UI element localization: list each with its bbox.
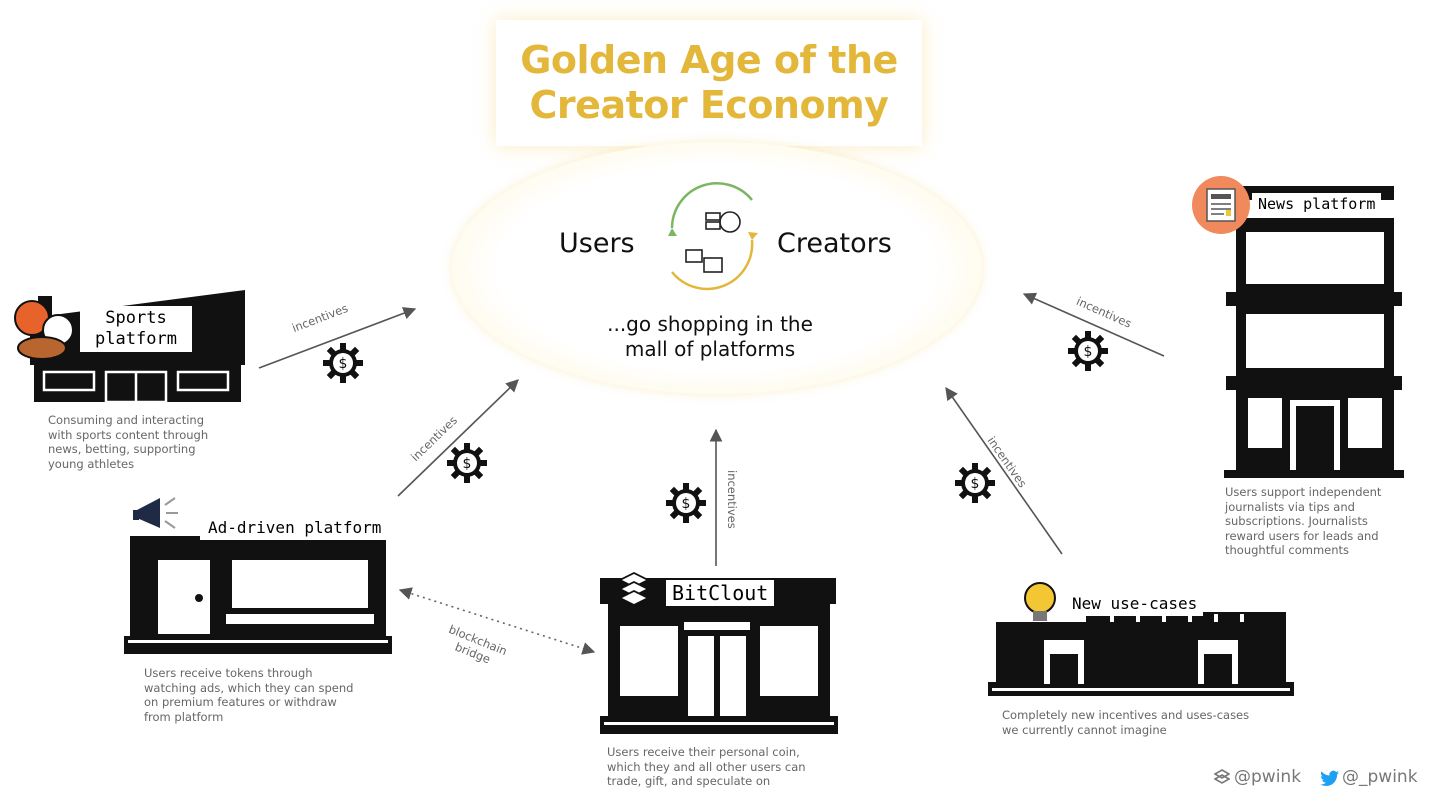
title-line-2: Creator Economy xyxy=(529,83,889,127)
ad-description: Users receive tokens through watching ad… xyxy=(144,666,353,724)
news-building xyxy=(1192,176,1404,478)
bitclout-desc-line: trade, gift, and speculate on xyxy=(607,774,771,788)
ad-desc-line: from platform xyxy=(144,709,224,724)
coin-icon-sports xyxy=(323,343,363,383)
bitclout-description: Users receive their personal coin, which… xyxy=(607,745,806,789)
bitclout-desc-line: Users receive their personal coin, xyxy=(607,745,800,759)
ad-desc-line: Users receive tokens through xyxy=(144,666,313,680)
megaphone-icon xyxy=(133,497,178,529)
coin-icon-bitclout xyxy=(666,483,706,523)
title-line-1: Golden Age of the xyxy=(520,38,898,82)
bitclout-building xyxy=(600,571,838,734)
ad-desc-line: watching ads, which they can spend xyxy=(144,680,354,695)
coin-icon-news xyxy=(1068,331,1108,371)
new-usecases-label: New use-cases xyxy=(1066,592,1204,616)
new-desc-line: Completely new incentives and uses-cases xyxy=(1002,708,1250,722)
sports-platform-label-line-2: platform xyxy=(95,329,177,349)
sports-desc-line: with sports content through xyxy=(48,427,209,442)
news-description: Users support independent journalists vi… xyxy=(1225,485,1381,558)
new-usecases-building xyxy=(988,582,1294,696)
news-desc-line: reward users for leads and xyxy=(1225,528,1379,543)
bitclout-desc-line: which they and all other users can xyxy=(607,759,806,774)
news-desc-line: journalists via tips and xyxy=(1225,499,1355,514)
news-platform-label: News platform xyxy=(1252,193,1382,215)
sports-platform-label-line-1: Sports xyxy=(105,308,167,328)
center-subtitle-line-2: mall of platforms xyxy=(624,337,796,361)
arrow-sports xyxy=(258,307,417,369)
news-desc-line: subscriptions. Journalists xyxy=(1225,514,1368,528)
ad-platform-label: Ad-driven platform xyxy=(200,516,390,540)
arrow-new xyxy=(945,386,1063,555)
new-desc-line: we currently cannot imagine xyxy=(1002,722,1167,737)
ad-building xyxy=(124,497,392,654)
sports-desc-line: news, betting, supporting xyxy=(48,442,196,456)
sports-description: Consuming and interacting with sports co… xyxy=(48,413,208,471)
center-subtitle: ...go shopping in the mall of platforms xyxy=(560,312,860,362)
sports-platform-label: Sports platform xyxy=(80,306,192,352)
coin-icon-ad xyxy=(447,443,487,483)
news-desc-line: thoughtful comments xyxy=(1225,543,1350,557)
users-label: Users xyxy=(559,228,635,259)
sports-desc-line: Consuming and interacting xyxy=(48,413,205,427)
newspaper-icon xyxy=(1192,176,1250,234)
twitter-handle[interactable]: @_pwink xyxy=(1342,767,1418,787)
incentives-label-bitclout: incentives xyxy=(725,470,739,529)
bitclout-logo-icon xyxy=(617,571,651,607)
sports-desc-line: young athletes xyxy=(48,456,135,471)
title-box: Golden Age of the Creator Economy xyxy=(496,20,922,146)
twitter-icon xyxy=(1320,770,1339,787)
cycle-icon xyxy=(668,182,758,291)
center-subtitle-line-1: ...go shopping in the xyxy=(607,312,813,336)
bitclout-handle[interactable]: @pwink xyxy=(1234,767,1302,787)
ad-desc-line: on premium features or withdraw xyxy=(144,695,337,709)
lightbulb-icon xyxy=(1024,582,1056,621)
new-usecases-description: Completely new incentives and uses-cases… xyxy=(1002,708,1249,737)
bridge-arrow xyxy=(398,587,596,655)
arrow-ad xyxy=(397,379,519,497)
coin-icon-new xyxy=(955,463,995,503)
news-desc-line: Users support independent xyxy=(1225,485,1382,499)
bitclout-handle-icon xyxy=(1214,769,1230,784)
arrow-news xyxy=(1022,292,1165,357)
creators-label: Creators xyxy=(777,228,892,259)
bitclout-platform-label: BitClout xyxy=(666,580,775,606)
